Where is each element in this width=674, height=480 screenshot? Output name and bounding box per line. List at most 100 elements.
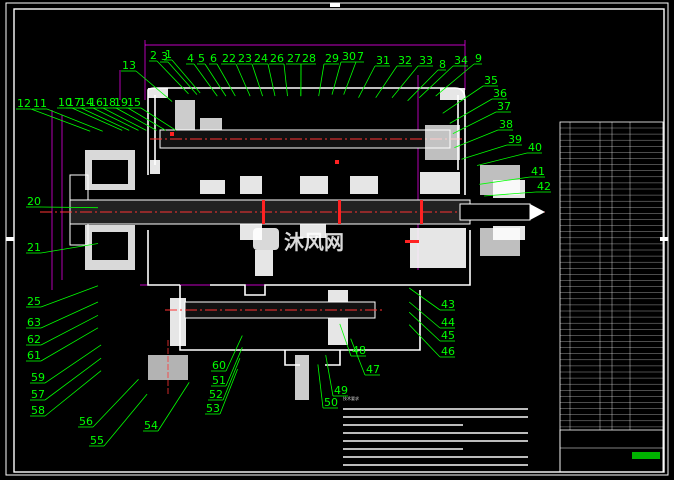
centerline-marks: [170, 132, 423, 243]
title-block: [559, 429, 664, 473]
leader-line: [325, 355, 334, 397]
drive-pulley: [69, 150, 135, 270]
part-number-label: 13: [122, 59, 136, 72]
part-number-label: 35: [484, 74, 498, 87]
leader-line: [92, 379, 139, 428]
left-center-mark: [6, 237, 14, 241]
watermark-text: 沐风网: [284, 230, 344, 254]
part-number-label: 45: [441, 329, 455, 342]
note-line: [343, 408, 528, 410]
leader-line: [46, 108, 103, 132]
note-line: [343, 464, 528, 466]
top-center-mark: [330, 3, 340, 7]
part-number-label: 22: [222, 52, 236, 65]
leader-line: [167, 61, 198, 95]
part-number-label: 3: [161, 50, 168, 63]
part-number-label: 48: [352, 344, 366, 357]
title-stamp: [632, 452, 660, 459]
leader-line: [331, 61, 342, 95]
leader-line: [339, 323, 352, 357]
leader-line: [407, 69, 439, 102]
part-number-label: 31: [376, 54, 390, 67]
leader-line: [391, 65, 419, 98]
part-number-label: 29: [325, 52, 339, 65]
part-number-label: 44: [441, 316, 455, 329]
part-number-label: 24: [254, 52, 268, 65]
part-number-label: 32: [398, 54, 412, 67]
leader-line: [30, 108, 91, 132]
part-number-label: 61: [27, 349, 41, 362]
leader-line: [484, 191, 537, 197]
leader-line: [350, 338, 366, 376]
main-spindle: [40, 165, 545, 256]
leader-line: [222, 358, 241, 401]
part-number-label: 1: [165, 48, 172, 61]
leader-line: [442, 85, 484, 114]
leader-line: [435, 63, 475, 97]
leader-line: [193, 63, 218, 97]
part-number-label: 6: [210, 52, 217, 65]
leader-line: [44, 370, 102, 417]
part-number-label: 60: [212, 359, 226, 372]
leader-lines: [16, 59, 551, 447]
leader-line: [40, 327, 99, 362]
leader-line: [318, 63, 325, 97]
leader-line: [40, 314, 99, 346]
part-number-label: 57: [31, 388, 45, 401]
watermark-logo: 沐风网: [253, 228, 344, 254]
leader-line: [92, 107, 139, 131]
note-line: [343, 456, 528, 458]
technical-notes-title: 技术要求: [343, 395, 359, 401]
leader-line: [44, 344, 102, 384]
part-number-label: 17: [67, 96, 81, 109]
leader-line: [408, 301, 441, 329]
leader-line: [283, 63, 288, 97]
leader-line: [251, 63, 263, 97]
part-number-label: 36: [493, 87, 507, 100]
leader-line: [452, 111, 497, 134]
part-number-label: 12: [17, 97, 31, 110]
leader-line: [449, 98, 493, 124]
leader-line: [44, 357, 102, 401]
note-line: [343, 432, 528, 434]
leader-line: [40, 301, 99, 329]
part-number-label: 47: [366, 363, 380, 376]
note-line: [343, 440, 528, 442]
part-number-label: 15: [127, 96, 141, 109]
note-line: [343, 448, 463, 450]
leader-line: [219, 368, 238, 415]
part-number-label: 38: [499, 118, 513, 131]
part-number-label: 56: [79, 415, 93, 428]
leader-line: [408, 287, 441, 311]
leader-line: [419, 65, 454, 98]
part-number-label: 10: [58, 96, 72, 109]
part-number-label: 42: [537, 180, 551, 193]
leader-line: [317, 364, 324, 409]
part-number-label: 54: [144, 419, 158, 432]
part-number-label: 30: [342, 50, 356, 63]
part-number-label: 8: [439, 58, 446, 71]
part-number-label: 63: [27, 316, 41, 329]
leader-line: [225, 335, 243, 372]
leader-line: [80, 107, 130, 131]
part-number-label: 4: [187, 52, 194, 65]
part-number-label: 21: [27, 241, 41, 254]
note-line: [343, 424, 463, 426]
part-number-label: 62: [27, 333, 41, 346]
leader-line: [267, 63, 276, 97]
leader-line: [140, 107, 177, 131]
leader-line: [204, 63, 227, 97]
leader-line: [71, 107, 123, 131]
leader-line: [454, 129, 499, 148]
leader-line: [408, 311, 441, 342]
leader-line: [375, 65, 398, 98]
leader-line: [127, 107, 167, 131]
leader-line: [477, 152, 528, 166]
part-number-label: 49: [334, 384, 348, 397]
part-number-label: 41: [531, 165, 545, 178]
lower-countershaft: [148, 301, 385, 400]
part-number-label: 50: [324, 396, 338, 409]
part-number-label: 43: [441, 298, 455, 311]
leader-line: [40, 243, 99, 254]
